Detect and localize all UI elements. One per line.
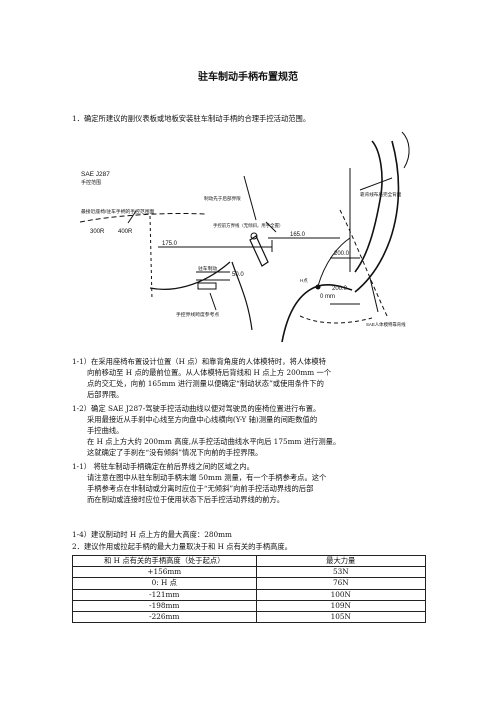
sae-subtitle-label: 手控范围 xyxy=(81,179,101,186)
dim-165: 165.0 xyxy=(290,232,306,238)
para-1-2-line2: 采用最接近从手刹中心线至方向盘中心线横向(Y-Y 轴)测量的间距数值的 xyxy=(87,415,318,424)
dim-175: 175.0 xyxy=(162,241,178,247)
dim-200-lower: 200.0 xyxy=(332,286,348,292)
table-cell-height: 0: H 点 xyxy=(72,577,257,590)
table-cell-height: +156mm xyxy=(72,566,257,579)
table-row: 0: H 点 76N xyxy=(72,577,427,590)
h-point-label: H点 xyxy=(300,278,308,284)
page-title: 驻车制动手柄布置规范 xyxy=(198,72,298,83)
para-1-2-line3: 手控曲线。 xyxy=(87,426,124,435)
para-1-3-line4: 而在制动或连接时应位于使用状态下后手控活动界线的前方。 xyxy=(87,495,285,504)
para-1-1-line1: 1-1）在采用座椅布置设计位置（H 点）和靠背角度的人体模特时，将人体模特 xyxy=(72,357,326,366)
table-cell-height: -121mm xyxy=(72,588,257,601)
para-1-3-line3: 手柄参考点在非制动或分离时应位于“无倾斜”向前手控活动界线的后部 xyxy=(87,484,314,493)
seat-back-label: 靠背线布局完全背面 xyxy=(360,191,402,198)
para-1-2-line1: 1-2）确定 SAE J287-驾驶手控活动曲线以便对驾驶员的座椅位置进行布置。 xyxy=(72,404,321,413)
para-1-2-line4: 在 H 点上方大约 200mm 高度,从手控活动曲线水平向后 175mm 进行测… xyxy=(87,437,341,446)
handle-label: 驻车制动 xyxy=(198,265,217,272)
para-1-2-line5: 这就确定了手刹在“没有倾斜”情况下向前的手控界限。 xyxy=(87,448,263,457)
para-1-3-line2: 请注意在图中从驻车制动手柄末端 50mm 测量，有一个手柄参考点。这个 xyxy=(87,473,327,482)
table-cell-force: 109N xyxy=(255,599,427,612)
table-header-force: 最大力量 xyxy=(255,554,427,568)
dim-200-upper: 200.0 xyxy=(334,251,350,257)
hand-control-diagram: SAE J287 手控范围 最接近座椅/驻车手柄的手控范围面 300R 400R… xyxy=(79,131,410,343)
table-row: -121mm 100N xyxy=(72,588,427,601)
table-row: -198mm 109N xyxy=(72,599,427,612)
table-header-row: 和 H 点有关的手柄高度（处于起点） 最大力量 xyxy=(72,554,427,568)
para-1-1-line3: 点的交汇处，向前 165mm 进行测量以便确定“制动状态”或使用条件下的 xyxy=(87,379,324,388)
radius-300-label: 300R xyxy=(90,229,105,235)
table-header-height: 和 H 点有关的手柄高度（处于起点） xyxy=(72,554,257,568)
dim-50: 50.0 xyxy=(232,272,244,278)
table-cell-force: 105N xyxy=(255,610,427,624)
sae-seat-back-label: SAE人体模特靠背线 xyxy=(366,321,406,328)
para-1-3-line1: 1-1） 将驻车制动手柄确定在前后界线之间的区域之内。 xyxy=(72,462,254,471)
reference-point-label: 手控界线跨度参考点 xyxy=(176,311,219,318)
table-row: -226mm 105N xyxy=(72,610,427,624)
table-cell-force: 53N xyxy=(255,566,427,579)
table-cell-force: 76N xyxy=(255,577,427,590)
para-1-1-line2: 向前移动至 H 点的最前位置。从人体模特后背线和 H 点上方 200mm 一个 xyxy=(87,368,332,377)
section-2-heading: 2．建议作用或拉起手柄的最大力量取决于和 H 点有关的手柄高度。 xyxy=(72,542,292,551)
dim-0: 0 mm xyxy=(320,294,335,300)
front-line-label: 手控前方界线（无倾斜，用手全握） xyxy=(213,222,283,229)
table-cell-height: -226mm xyxy=(72,610,257,624)
sae-title-label: SAE J287 xyxy=(81,171,110,178)
h-point-marker xyxy=(315,284,321,290)
radius-400-label: 400R xyxy=(118,229,133,235)
force-table: 和 H 点有关的手柄高度（处于起点） 最大力量 +156mm 53N 0: H … xyxy=(72,554,427,624)
intro-paragraph: 1．确定所建议的副仪表板或地板安装驻车制动手柄的合理手控活动范围。 xyxy=(72,114,311,123)
rear-limit-label: 最接近座椅/驻车手柄的手控范围面 xyxy=(81,208,154,215)
table-cell-height: -198mm xyxy=(72,599,257,612)
table-row: +156mm 53N xyxy=(72,566,427,579)
table-cell-force: 100N xyxy=(255,588,427,601)
para-1-1-line4: 后部界限。 xyxy=(87,390,124,399)
para-1-4: 1-4）建议制动时 H 点上方的最大高度：280mm xyxy=(72,530,232,539)
brake-rear-label: 制动先于后部界限 xyxy=(204,195,241,202)
